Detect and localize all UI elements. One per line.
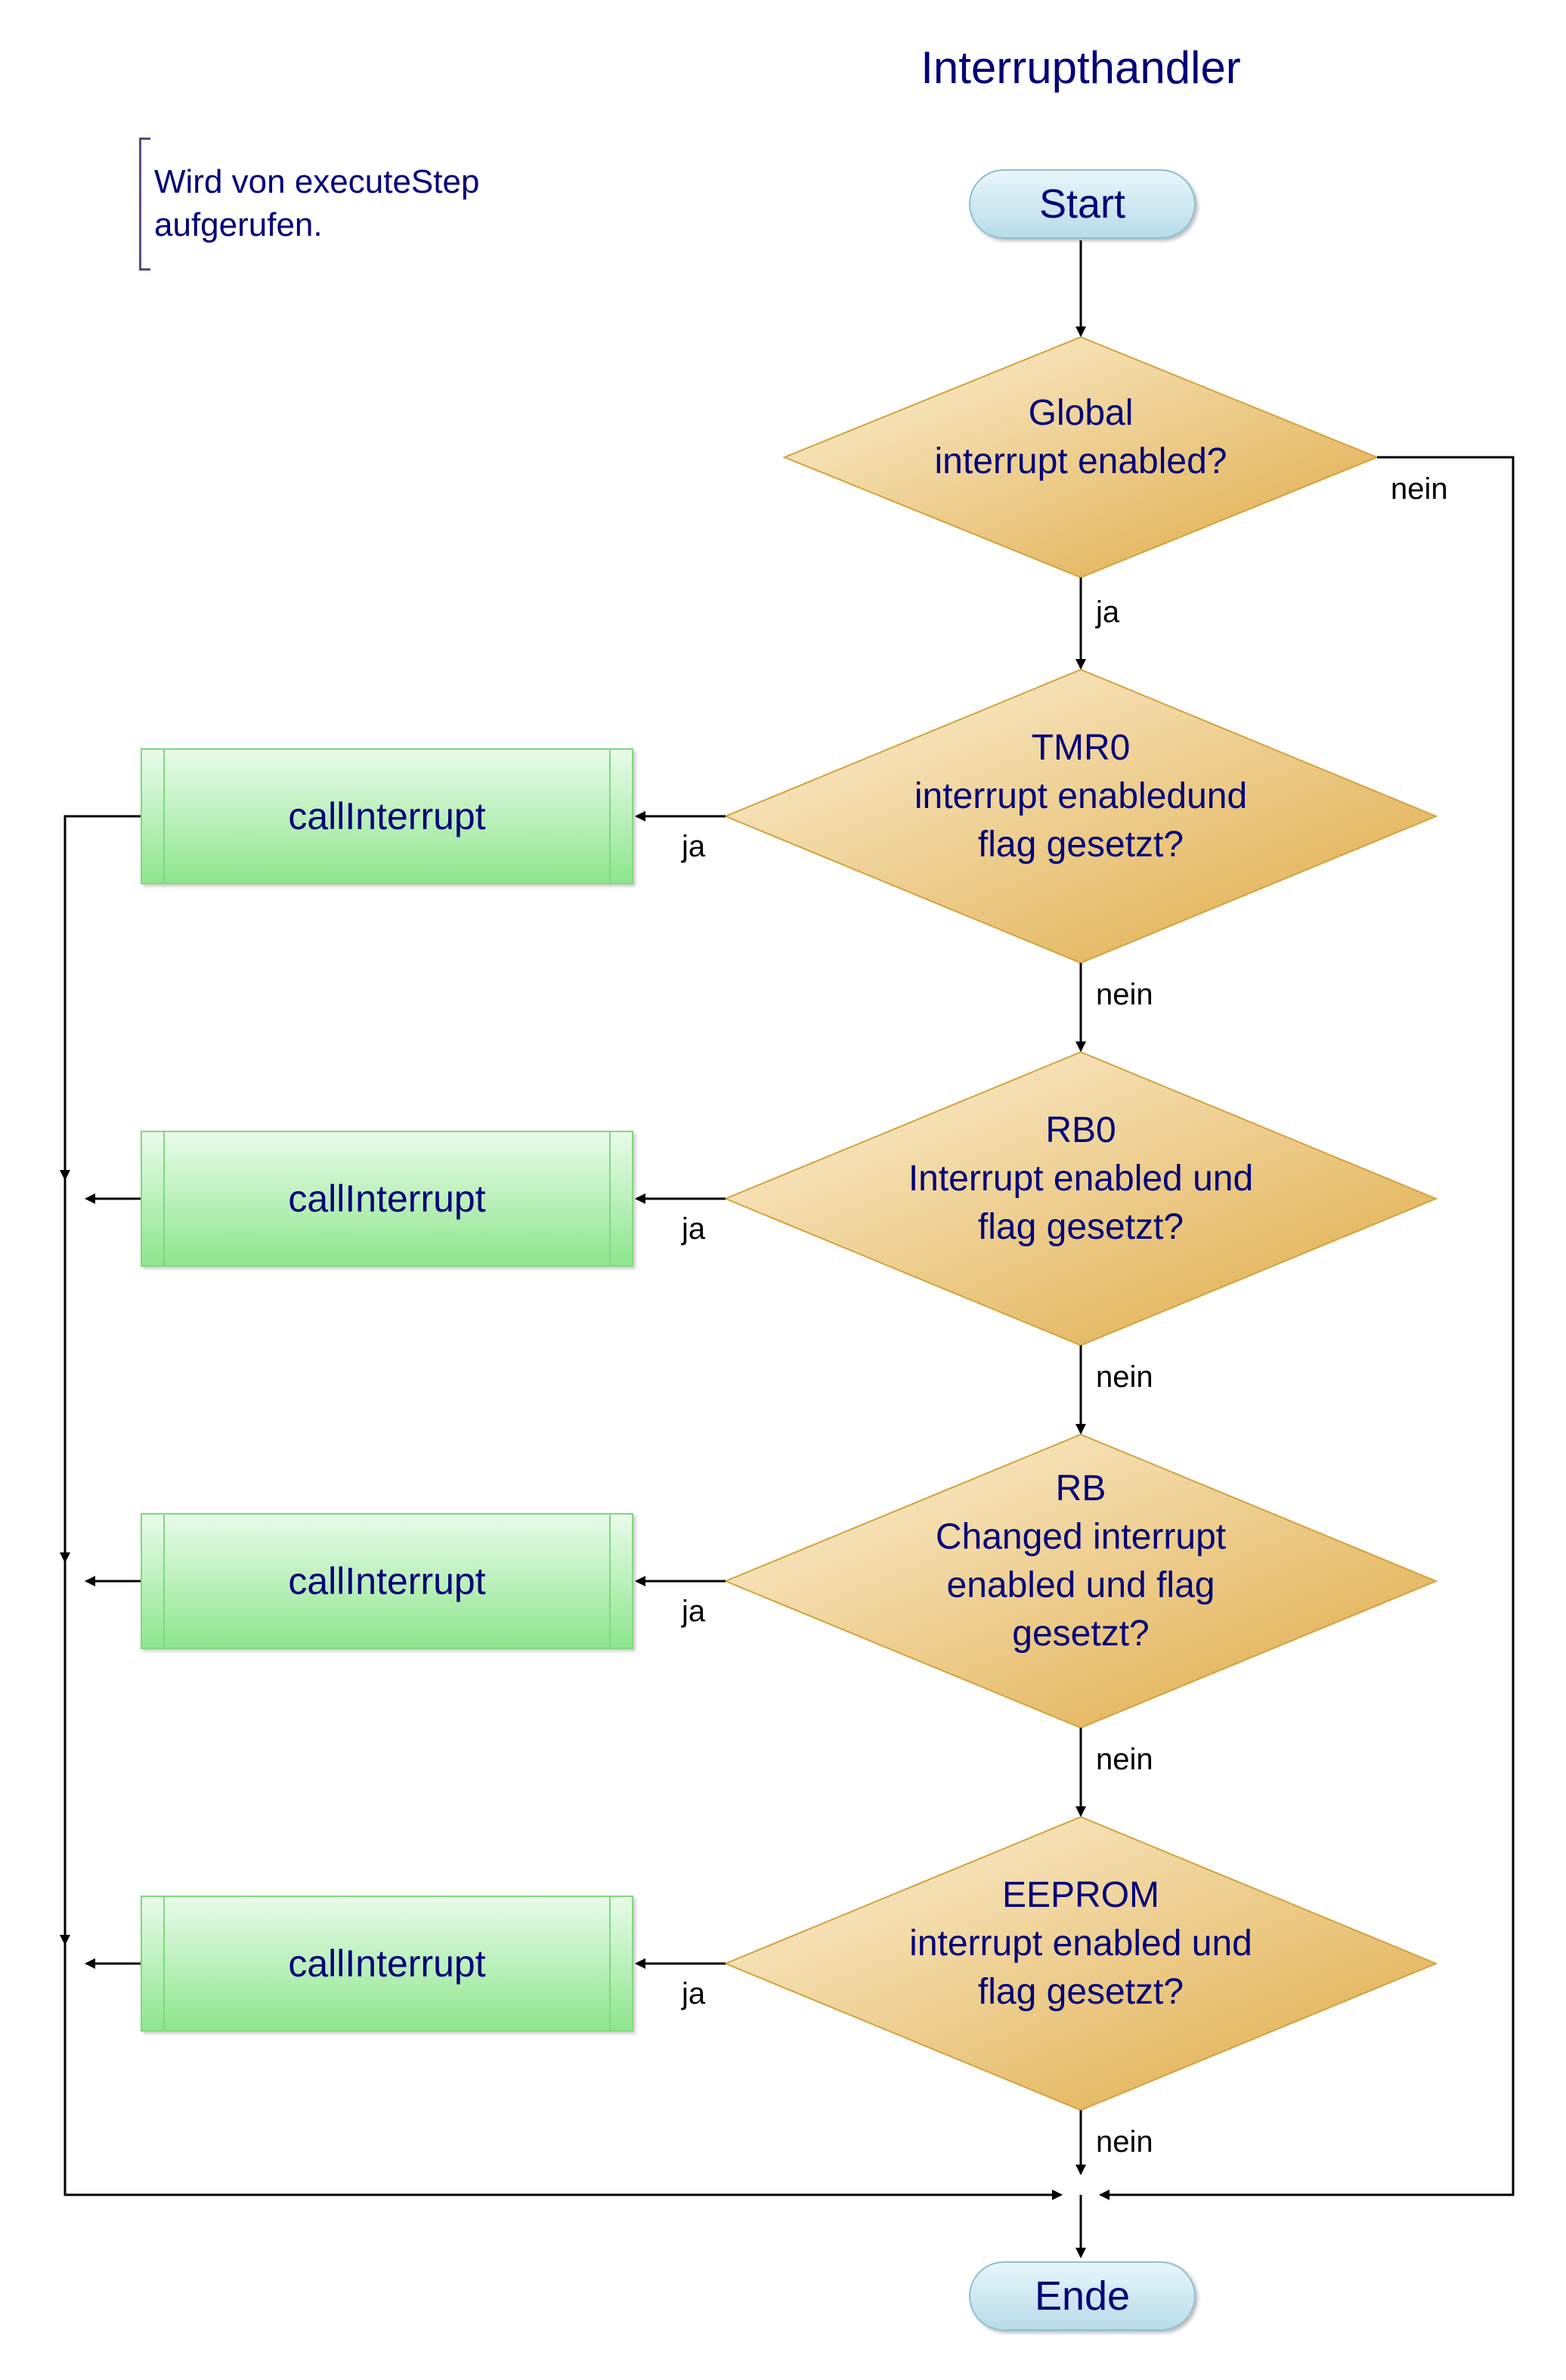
edge-label-global-nein: nein xyxy=(1391,472,1448,506)
process-call-interrupt-2: callInterrupt xyxy=(141,1131,633,1267)
decision-text-rb-changed: RB Changed interrupt enabled und flag ge… xyxy=(854,1465,1308,1658)
process-call-interrupt-1: callInterrupt xyxy=(141,748,633,884)
decision-text-eeprom: EEPROM interrupt enabled und flag gesetz… xyxy=(854,1871,1308,2016)
process-label: callInterrupt xyxy=(288,795,486,837)
process-call-interrupt-4: callInterrupt xyxy=(141,1896,633,2032)
decision-line: Global xyxy=(1028,393,1134,433)
decision-text-global: Global interrupt enabled? xyxy=(854,389,1308,486)
note-line-1: Wird von executeStep xyxy=(154,163,480,200)
end-label: Ende xyxy=(1034,2273,1131,2319)
start-terminal: Start xyxy=(969,169,1196,239)
decision-line: flag gesetzt? xyxy=(977,1972,1184,2012)
decision-line: RB xyxy=(1055,1469,1106,1509)
edge-label-tmr0-nein: nein xyxy=(1096,978,1153,1011)
process-label: callInterrupt xyxy=(288,1942,486,1985)
edge-label-tmr0-ja: ja xyxy=(682,830,706,863)
decision-line: Interrupt enabled und xyxy=(908,1159,1254,1199)
decision-line: RB0 xyxy=(1045,1110,1116,1150)
start-label: Start xyxy=(1038,181,1126,227)
edge-label-rbchanged-ja: ja xyxy=(682,1595,706,1628)
decision-line: interrupt enabled und xyxy=(909,1923,1252,1964)
decision-text-tmr0: TMR0 interrupt enabledund flag gesetzt? xyxy=(854,724,1308,869)
edge-process1-to-bus xyxy=(60,815,141,1181)
note-bracket xyxy=(139,138,150,271)
decision-line: gesetzt? xyxy=(1012,1614,1150,1654)
edge-label-rb0-ja: ja xyxy=(682,1212,706,1246)
edge-label-rbchanged-nein: nein xyxy=(1096,1743,1153,1776)
decision-line: EEPROM xyxy=(1001,1875,1160,1915)
diagram-title: Interrupthandler xyxy=(921,42,1241,93)
decision-line: enabled und flag xyxy=(946,1565,1215,1605)
comment-note: Wird von executeStep aufgerufen. xyxy=(154,160,479,246)
edge-label-eeprom-ja: ja xyxy=(682,1977,706,2010)
decision-line: flag gesetzt? xyxy=(977,825,1184,865)
edge-bus-to-end xyxy=(63,1944,1063,2200)
decision-line: flag gesetzt? xyxy=(977,1207,1184,1247)
edge-label-eeprom-nein: nein xyxy=(1096,2125,1153,2159)
decision-line: interrupt enabled? xyxy=(934,441,1227,481)
decision-line: TMR0 xyxy=(1031,728,1131,768)
decision-line: interrupt enabledund xyxy=(914,776,1248,816)
edge-label-rb0-nein: nein xyxy=(1096,1360,1153,1394)
process-call-interrupt-3: callInterrupt xyxy=(141,1513,633,1649)
note-line-2: aufgerufen. xyxy=(154,206,323,243)
edge-label-global-ja: ja xyxy=(1096,596,1120,629)
edge-global-nein-bypass xyxy=(1099,456,1515,2200)
process-label: callInterrupt xyxy=(288,1560,486,1602)
decision-line: Changed interrupt xyxy=(935,1517,1227,1557)
process-label: callInterrupt xyxy=(288,1178,486,1220)
end-terminal: Ende xyxy=(969,2261,1196,2331)
decision-text-rb0: RB0 Interrupt enabled und flag gesetzt? xyxy=(854,1106,1308,1252)
